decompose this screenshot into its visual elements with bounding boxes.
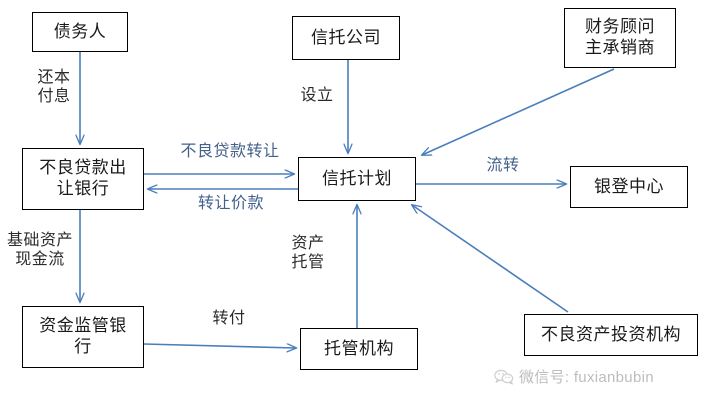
node-registry-center[interactable]: 银登中心 bbox=[570, 166, 688, 208]
edge-label-establish: 设立 bbox=[300, 87, 334, 104]
node-custody-bank[interactable]: 资金监管银 行 bbox=[22, 306, 144, 368]
edge-advisor-to-trustplan bbox=[422, 68, 615, 155]
edge-label-asset-custody: 资产 托管 bbox=[291, 235, 325, 272]
edge-label-underlying-asset-cashflow: 基础资产 现金流 bbox=[6, 232, 73, 269]
node-seller-bank[interactable]: 不良贷款出 让银行 bbox=[22, 148, 144, 210]
node-financial-advisor[interactable]: 财务顾问 主承销商 bbox=[564, 8, 676, 68]
wechat-icon bbox=[494, 369, 514, 385]
edge-investor-to-trustplan bbox=[412, 205, 569, 313]
node-trust-plan[interactable]: 信托计划 bbox=[298, 157, 416, 201]
watermark: 微信号: fuxianbubin bbox=[494, 366, 654, 387]
watermark-text: 微信号: fuxianbubin bbox=[519, 369, 654, 386]
edge-label-remittance: 转付 bbox=[212, 310, 246, 327]
node-npl-investor[interactable]: 不良资产投资机构 bbox=[524, 314, 698, 356]
node-trustee-institution[interactable]: 托管机构 bbox=[300, 328, 418, 370]
edge-label-repay-principal-interest: 还本 付息 bbox=[37, 69, 71, 106]
node-trust-company[interactable]: 信托公司 bbox=[292, 16, 400, 60]
edge-label-npl-transfer: 不良贷款转让 bbox=[180, 143, 280, 160]
node-debtor[interactable]: 债务人 bbox=[32, 12, 128, 52]
edge-label-circulation: 流转 bbox=[486, 157, 520, 174]
edge-label-transfer-price: 转让价款 bbox=[197, 195, 264, 212]
edge-custodybank-to-trustee bbox=[143, 343, 296, 348]
